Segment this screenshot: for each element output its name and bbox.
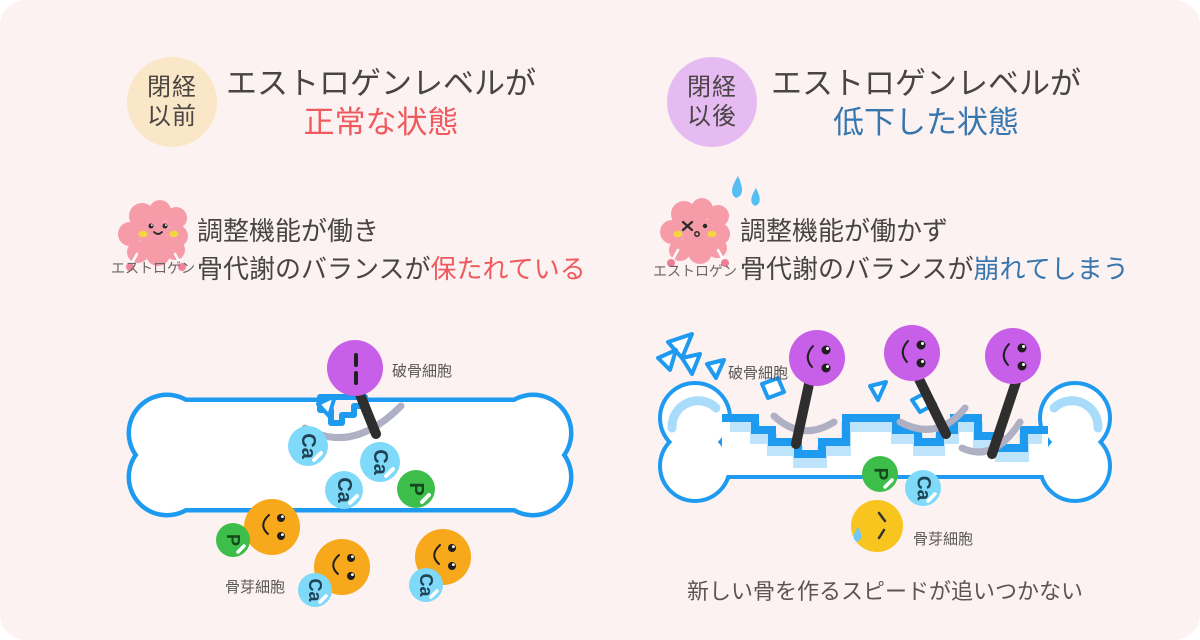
estrogen-face-distressed: [673, 220, 717, 238]
badge-after-menopause: 閉経 以後: [667, 57, 757, 147]
svg-text:P: P: [405, 482, 427, 495]
right-title: エストロゲンレベルが 低下した状態: [770, 64, 1082, 142]
healthy-bone-illustration: 破骨細胞 Ca Ca Ca P: [126, 340, 574, 607]
pickaxe-handle-icon: [791, 379, 814, 449]
osteoclast-cell: [985, 328, 1041, 384]
estrogen-character-distressed-icon: [660, 176, 760, 267]
left-desc-line2: 骨代謝のバランスが保たれている: [197, 249, 586, 286]
osteoclast-cell: [327, 340, 383, 396]
knob-highlight: [667, 396, 721, 433]
svg-text:P: P: [870, 468, 891, 481]
badge-line: 閉経: [147, 74, 197, 101]
bone-fragment-icon: [316, 394, 337, 418]
svg-text:P: P: [223, 534, 243, 546]
right-title-line1: エストロゲンレベルが: [771, 66, 1081, 101]
left-desc-line2-plain: 骨代謝のバランスが: [197, 254, 431, 284]
calcium-mineral: Ca: [905, 470, 941, 506]
calcium-mineral: Ca: [325, 471, 363, 509]
estrogen-arms: [126, 252, 186, 271]
bone-fill: [662, 385, 1108, 499]
sweat-drops-icon: [731, 176, 760, 206]
phosphorus-mineral: P: [397, 470, 435, 508]
left-desc-line2-highlight: 保たれている: [430, 254, 586, 284]
left-title-line1: エストロゲンレベルが: [226, 66, 536, 101]
osteoblast-cell: [244, 499, 300, 555]
svg-text:Ca: Ca: [913, 476, 934, 501]
eroded-bone-illustration: 破骨細胞: [656, 325, 1112, 552]
osteoblast-cell-struggling: [851, 500, 903, 552]
phosphorus-mineral: P: [216, 523, 250, 557]
pickaxe-blade-icon: [896, 404, 969, 433]
left-osteoclast-label: 破骨細胞: [392, 363, 452, 380]
right-title-line2: 低下した状態: [833, 105, 1019, 140]
estrogen-arms: [667, 248, 729, 267]
pickaxe-handle-icon: [914, 374, 951, 439]
calcium-mineral: Ca: [288, 426, 328, 466]
right-estrogen-label: エストロゲン: [653, 263, 737, 279]
badge-line: 以前: [147, 103, 197, 130]
calcium-mineral: Ca: [298, 573, 332, 607]
badge-line: 閉経: [687, 74, 737, 101]
svg-text:Ca: Ca: [333, 477, 355, 503]
right-desc-line1: 調整機能が働かず: [740, 216, 949, 246]
left-estrogen-label: エストロゲン: [111, 260, 195, 276]
left-osteoblast-label: 骨芽細胞: [225, 579, 285, 596]
left-desc-line1: 調整機能が働き: [197, 216, 380, 246]
calcium-mineral: Ca: [360, 442, 400, 482]
right-desc-line2-plain: 骨代謝のバランスが: [740, 254, 974, 284]
pickaxe-handle-icon: [987, 377, 1021, 459]
left-title: エストロゲンレベルが 正常な状態: [225, 64, 537, 142]
svg-text:Ca: Ca: [305, 578, 325, 602]
estrogen-blob: [118, 200, 188, 266]
osteoclast-cell: [789, 330, 845, 386]
right-caption: 新しい骨を作るスピードが追いつかない: [686, 579, 1083, 604]
calcium-mineral: Ca: [409, 568, 443, 602]
estrogen-character-happy-icon: [118, 200, 188, 271]
right-desc-line2: 骨代謝のバランスが崩れてしまう: [740, 249, 1129, 286]
svg-text:Ca: Ca: [369, 449, 391, 475]
right-osteoclast-label: 破骨細胞: [728, 365, 788, 382]
svg-text:Ca: Ca: [297, 433, 319, 459]
left-title-line2: 正常な状態: [303, 105, 459, 140]
right-osteoblast-label: 骨芽細胞: [913, 531, 973, 548]
badge-before-menopause: 閉経 以前: [127, 57, 217, 147]
estrogen-face-happy: [138, 223, 179, 238]
pickaxe-handle-icon: [354, 387, 381, 439]
knob-highlight: [1049, 396, 1103, 433]
sweat-drop-icon: [853, 527, 862, 542]
pickaxes: [770, 374, 1024, 459]
right-desc-line2-highlight: 崩れてしまう: [973, 254, 1129, 284]
osteoclast-cell: [884, 325, 940, 381]
phosphorus-mineral: P: [862, 456, 898, 492]
svg-text:Ca: Ca: [416, 573, 436, 597]
badge-line: 以後: [687, 103, 737, 130]
